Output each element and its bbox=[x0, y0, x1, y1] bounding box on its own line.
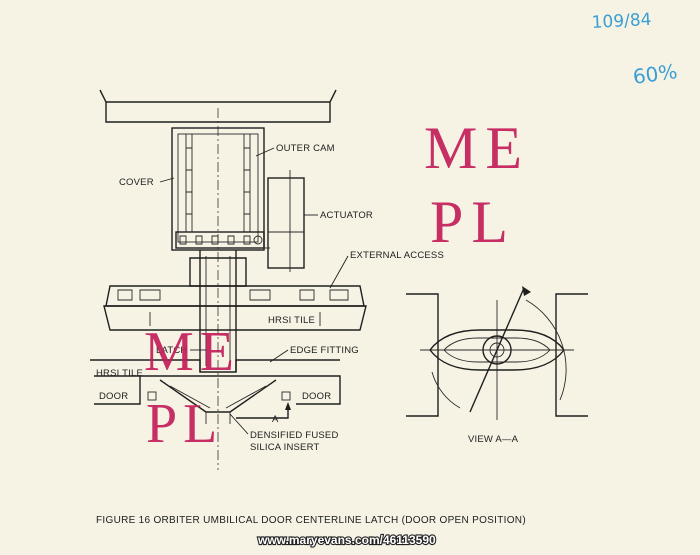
watermark-large-line2: PL bbox=[430, 189, 516, 255]
label-actuator: ACTUATOR bbox=[320, 210, 373, 221]
section-a-marker bbox=[236, 402, 291, 419]
upper-fitting-band bbox=[103, 285, 367, 331]
watermark-small: ME PL bbox=[144, 321, 240, 455]
actuator-body bbox=[262, 170, 305, 272]
figure-caption: FIGURE 16 ORBITER UMBILICAL DOOR CENTERL… bbox=[96, 515, 526, 526]
label-edge-fitting: EDGE FITTING bbox=[290, 345, 359, 356]
label-door-left: DOOR bbox=[99, 391, 128, 402]
view-a-a bbox=[406, 286, 588, 420]
cam-flange bbox=[175, 231, 265, 249]
watermark-large-line1: ME bbox=[424, 115, 530, 181]
leader-lines bbox=[159, 147, 349, 435]
label-door-right: DOOR bbox=[302, 391, 331, 402]
diagram-labels: OUTER CAM COVER ACTUATOR EXTERNAL ACCESS… bbox=[96, 143, 519, 453]
watermark-large: ME PL bbox=[424, 115, 530, 255]
label-hrsi-tile-top: HRSI TILE bbox=[268, 315, 315, 326]
watermark-small-line1: ME bbox=[144, 321, 240, 383]
label-hrsi-tile-left: HRSI TILE bbox=[96, 368, 143, 379]
door-region bbox=[90, 359, 341, 424]
footer-url: www.maryevans.com/46113590 bbox=[257, 533, 436, 547]
label-densified-2: SILICA INSERT bbox=[250, 442, 319, 453]
label-view-a-a: VIEW A—A bbox=[468, 434, 519, 445]
watermark-small-line2: PL bbox=[146, 393, 223, 455]
label-section-a: A bbox=[272, 414, 279, 425]
handwritten-ref: 109/84 bbox=[591, 10, 652, 33]
label-outer-cam: OUTER CAM bbox=[276, 143, 335, 154]
label-external-access: EXTERNAL ACCESS bbox=[350, 250, 444, 261]
handwritten-percent: 60% bbox=[631, 59, 678, 89]
label-cover: COVER bbox=[119, 177, 154, 188]
label-densified-1: DENSIFIED FUSED bbox=[250, 430, 339, 441]
label-latch: LATCH bbox=[156, 345, 187, 356]
